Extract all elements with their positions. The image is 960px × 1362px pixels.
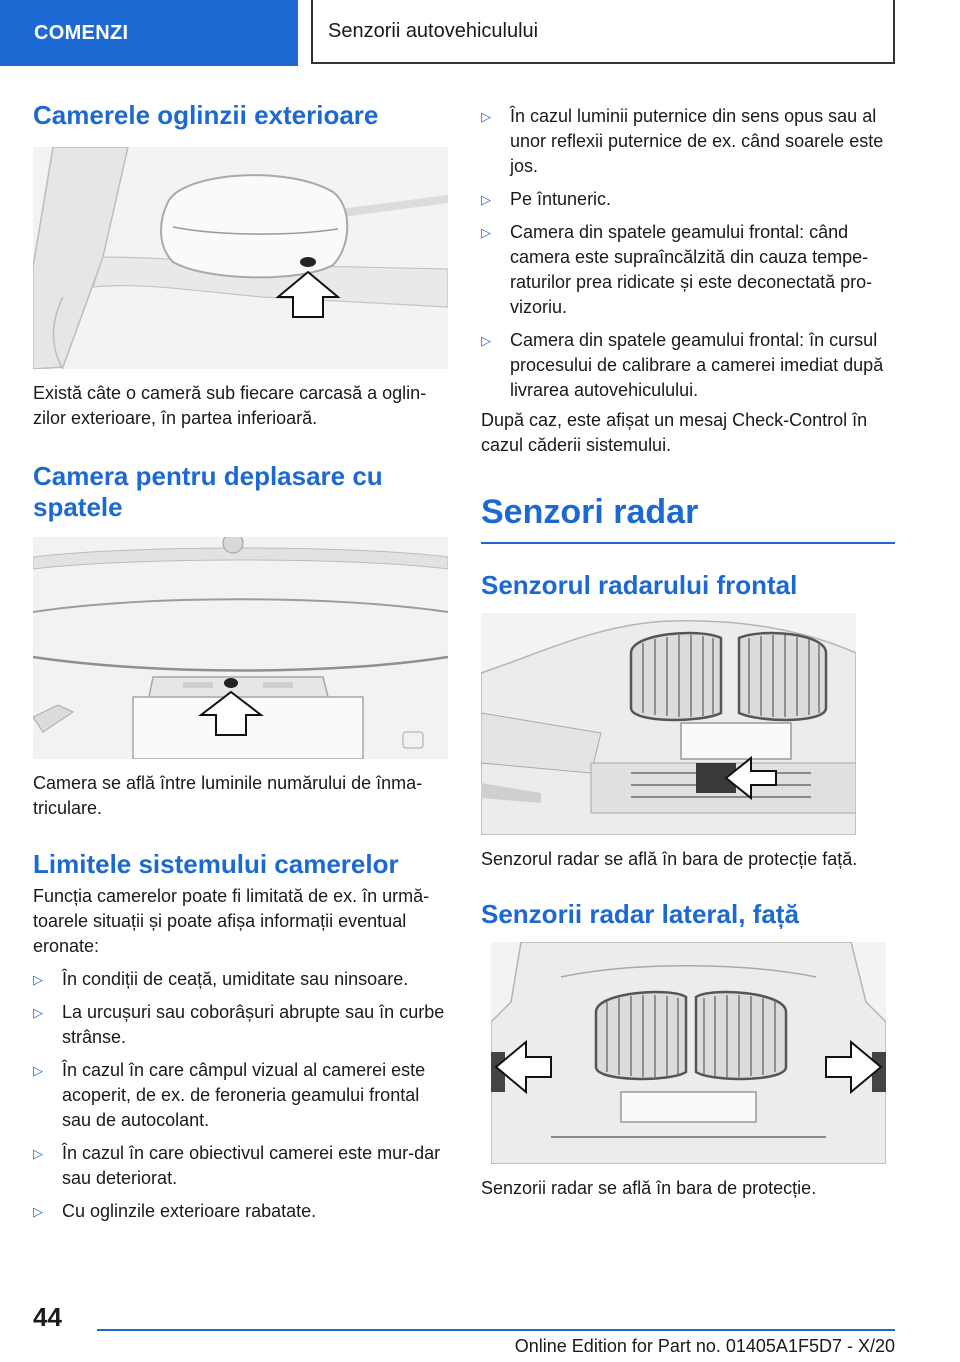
mirror-camera-illustration (33, 147, 448, 369)
list-item-text: Pe întuneric. (510, 189, 612, 209)
rear-camera-caption: Camera se află între luminile numărului … (33, 773, 423, 818)
bullet-triangle-icon: ▷ (481, 225, 491, 240)
list-item: ▷ Pe întuneric. (481, 187, 895, 212)
camera-limits-intro: Funcția camerelor poate fi limitată de e… (33, 886, 430, 956)
bullet-triangle-icon: ▷ (33, 1005, 43, 1020)
list-item-text: Cu oglinzile exterioare rabatate. (62, 1201, 317, 1221)
list-item-text: În cazul luminii puternice din sens opus… (510, 106, 884, 176)
chapter-tab: COMENZI (0, 0, 298, 66)
section-label: Senzorii autovehiculului (328, 19, 539, 42)
bullet-triangle-icon: ▷ (481, 192, 491, 207)
front-radar-illustration (481, 613, 856, 835)
list-item-text: În cazul în care obiectivul camerei este… (62, 1143, 441, 1188)
front-radar-heading: Senzorul radarului frontal (481, 570, 798, 600)
bullet-triangle-icon: ▷ (33, 1063, 43, 1078)
list-item: ▷ Camera din spatele geamului frontal: câ… (481, 220, 895, 320)
camera-limits-list-continued: ▷ În cazul luminii puternice din sens opu… (481, 104, 895, 403)
camera-limits-heading: Limitele sistemului camerelor (33, 849, 399, 879)
list-item: ▷ În condiții de ceață, umiditate sau nin… (33, 967, 448, 992)
radar-sensors-heading: Senzori radar (481, 492, 895, 544)
list-item: ▷ Camera din spatele geamului frontal: în… (481, 328, 895, 403)
list-item: ▷ Cu oglinzile exterioare rabatate. (33, 1199, 448, 1224)
bullet-triangle-icon: ▷ (33, 1204, 43, 1219)
camera-limits-list: ▷ În condiții de ceață, umiditate sau nin… (33, 967, 448, 1224)
front-radar-caption: Senzorul radar se află în bara de protec… (481, 849, 858, 869)
side-radar-caption: Senzorii radar se află în bara de protec… (481, 1178, 817, 1198)
list-item: ▷ În cazul în care obiectivul camerei est… (33, 1141, 448, 1191)
footer-divider (97, 1329, 895, 1331)
list-item-text: Camera din spatele geamului frontal: în … (510, 330, 884, 400)
bullet-triangle-icon: ▷ (33, 1146, 43, 1161)
section-header: Senzorii autovehiculului (311, 0, 895, 64)
rear-camera-illustration (33, 537, 448, 759)
mirror-camera-heading: Camerele oglinzii exterioare (33, 100, 379, 130)
list-item: ▷ La urcușuri sau coborâșuri abrupte sau … (33, 1000, 448, 1050)
list-item: ▷ În cazul în care câmpul vizual al camer… (33, 1058, 448, 1133)
bullet-triangle-icon: ▷ (33, 972, 43, 987)
bullet-triangle-icon: ▷ (481, 333, 491, 348)
check-control-note: După caz, este afișat un mesaj Check-Con… (481, 410, 868, 455)
right-column: ▷ În cazul luminii puternice din sens opu… (481, 100, 895, 1201)
list-item: ▷ În cazul luminii puternice din sens opu… (481, 104, 895, 179)
mirror-camera-caption: Există câte o cameră sub fiecare carcasă… (33, 383, 427, 428)
list-item-text: Camera din spatele geamului frontal: cân… (510, 222, 873, 317)
rear-camera-heading: Camera pentru deplasare cu spatele (33, 461, 383, 522)
left-column: Camerele oglinzii exterioare Există câte… (33, 100, 448, 1224)
page-number: 44 (33, 1302, 62, 1332)
bullet-triangle-icon: ▷ (481, 109, 491, 124)
list-item-text: În cazul în care câmpul vizual al camere… (62, 1060, 426, 1130)
list-item-text: În condiții de ceață, umiditate sau nins… (62, 969, 409, 989)
side-radar-heading: Senzorii radar lateral, față (481, 899, 799, 929)
list-item-text: La urcușuri sau coborâșuri abrupte sau î… (62, 1002, 445, 1047)
side-radar-illustration (491, 942, 886, 1164)
edition-note: Online Edition for Part no. 01405A1F5D7 … (514, 1336, 895, 1356)
chapter-label: COMENZI (34, 21, 129, 44)
